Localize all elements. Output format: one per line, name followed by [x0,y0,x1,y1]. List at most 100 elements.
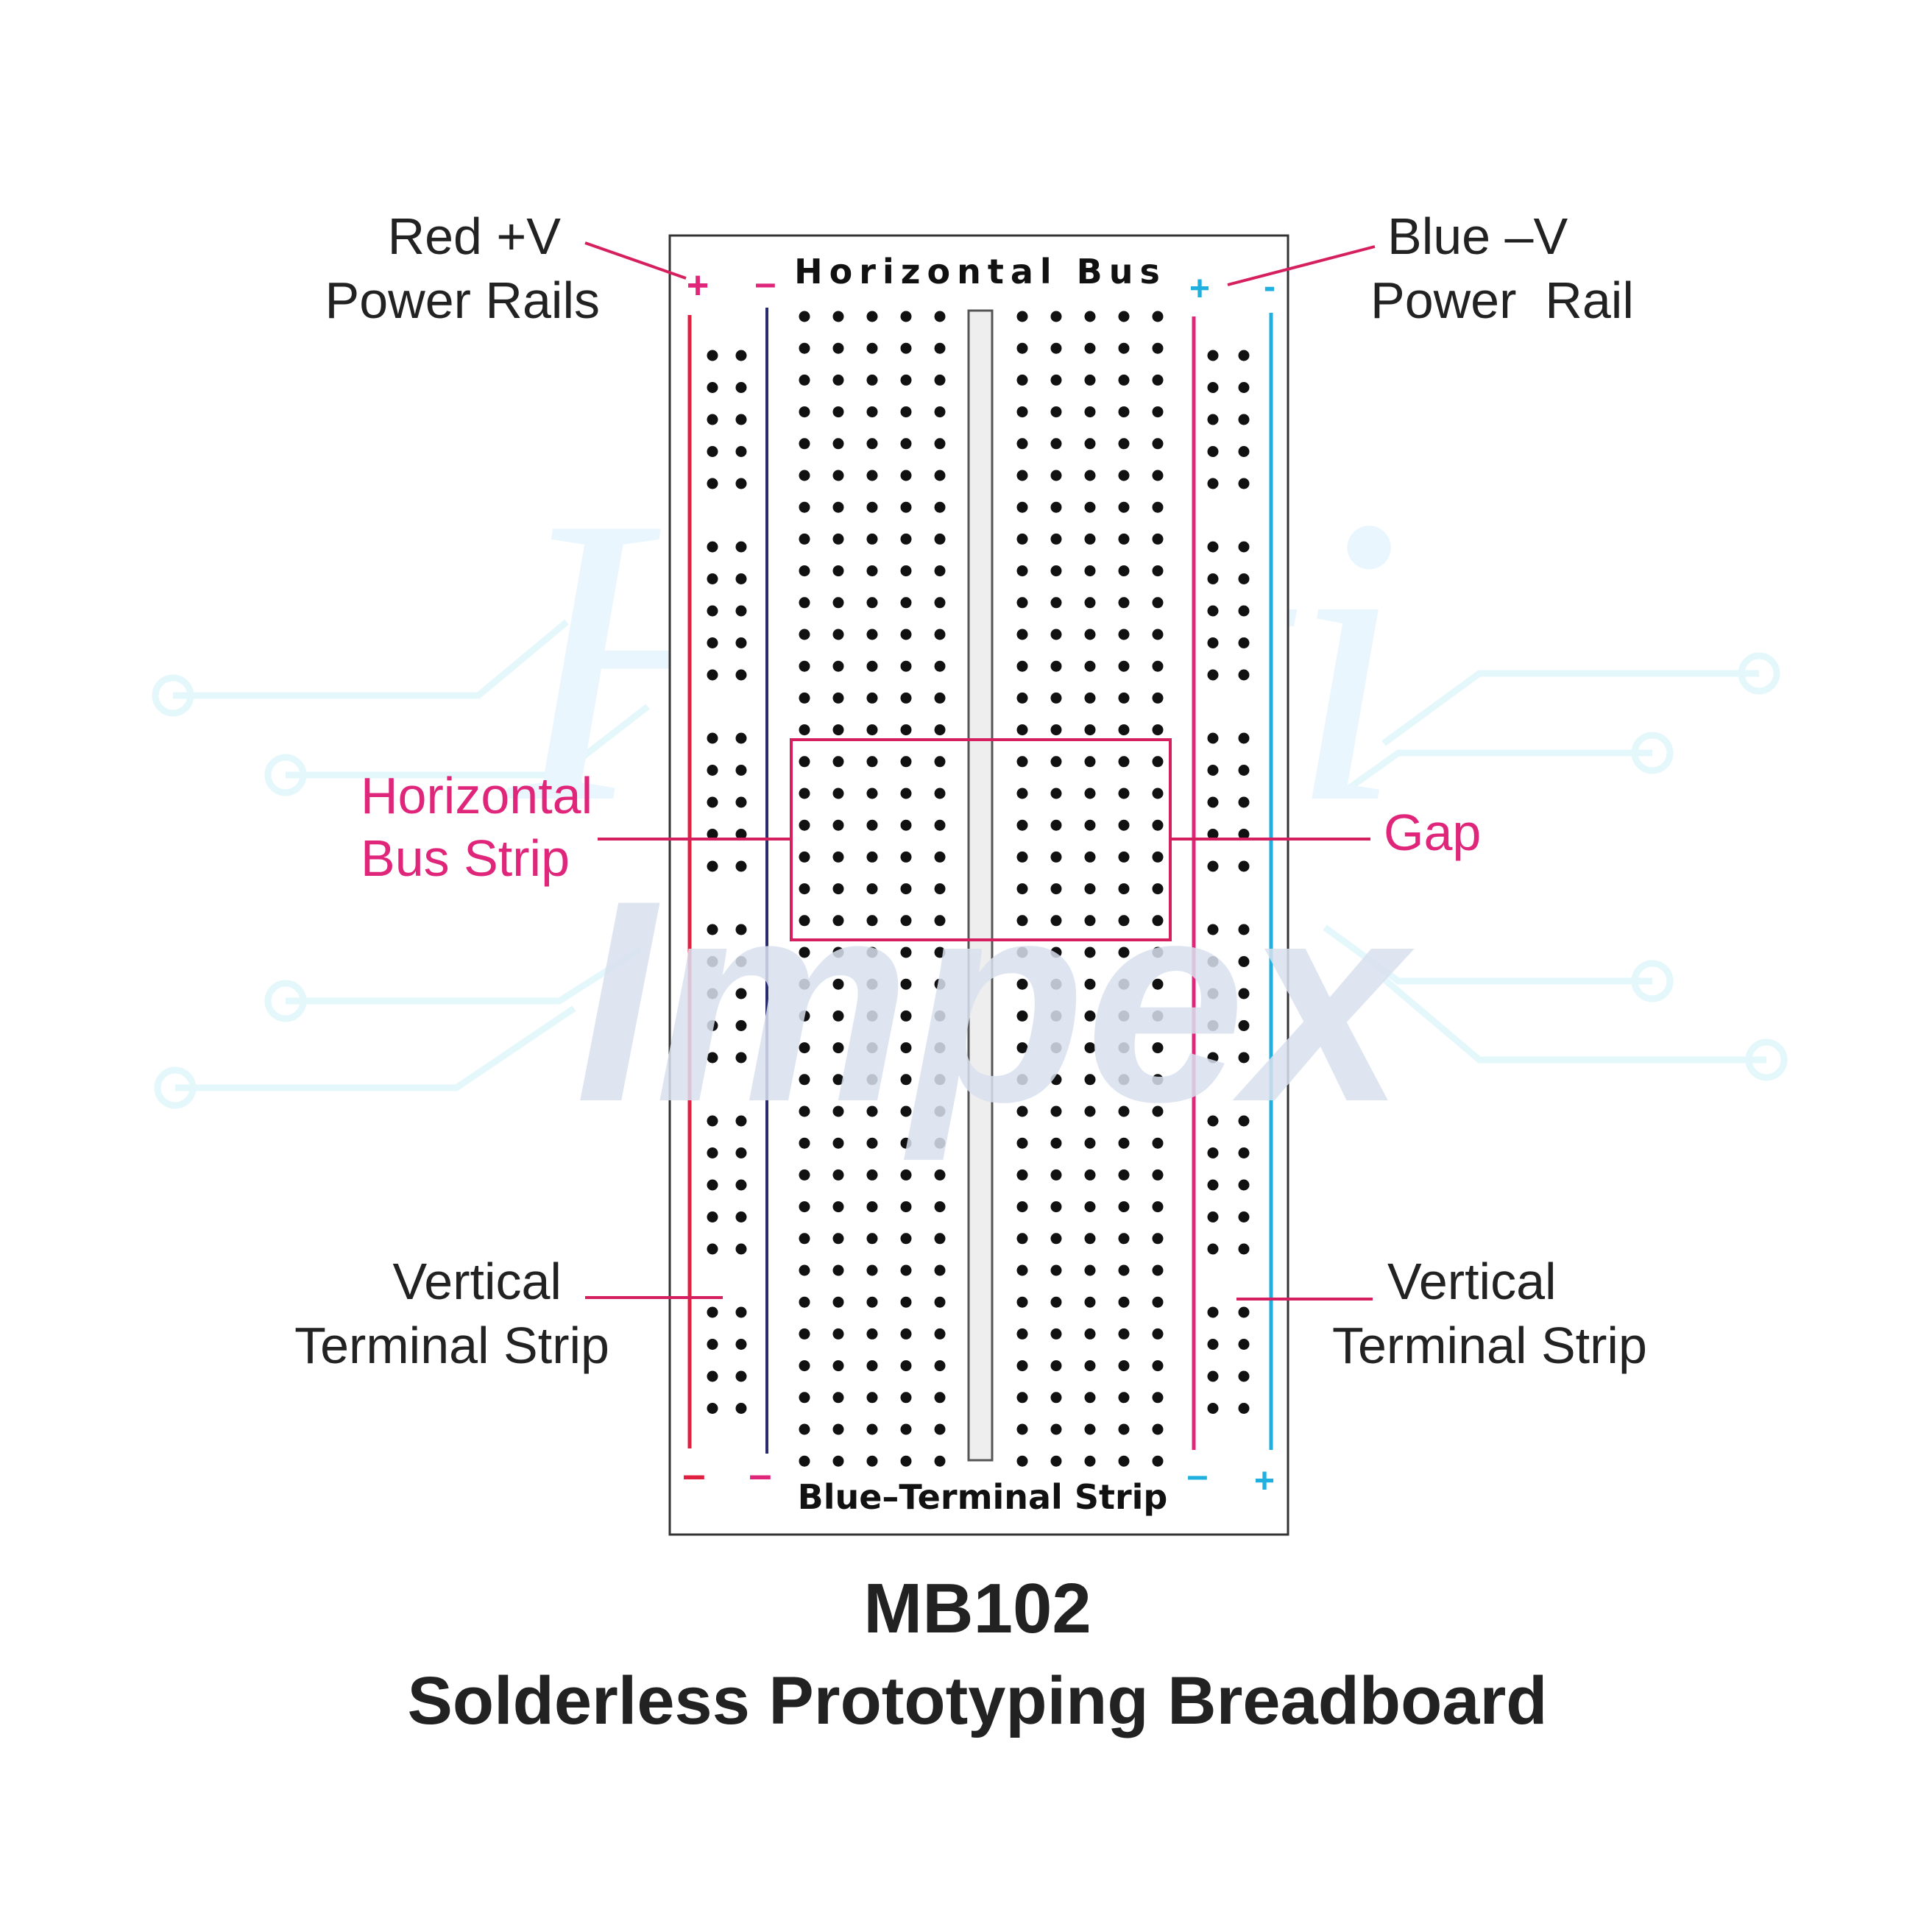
terminal-hole [1118,788,1130,799]
terminal-hole [1152,946,1164,958]
terminal-hole [1050,1455,1062,1467]
terminal-hole [934,1264,946,1276]
center-channel [967,309,994,1462]
rail-hole [735,414,747,425]
terminal-hole [1016,1233,1028,1245]
terminal-hole [934,756,946,768]
terminal-hole [799,1328,810,1340]
terminal-hole [866,1392,878,1404]
terminal-hole [1152,311,1164,322]
rail-hole [707,1020,718,1031]
terminal-hole [1016,724,1028,736]
terminal-hole [1050,1423,1062,1435]
terminal-hole [900,565,912,577]
terminal-hole [1016,946,1028,958]
terminal-hole [799,946,810,958]
circuit-trace [173,619,569,699]
rail-hole [1238,446,1250,457]
terminal-hole [900,883,912,895]
terminal-hole [1118,597,1130,609]
blue-rail-label-line1: Blue –V [1387,208,1568,265]
terminal-hole [799,1137,810,1149]
terminal-hole [1152,1137,1164,1149]
terminal-hole [1050,756,1062,768]
terminal-hole [1050,438,1062,450]
terminal-hole [1084,629,1096,640]
terminal-hole [1152,597,1164,609]
terminal-hole [799,438,810,450]
terminal-hole [832,1264,844,1276]
terminal-hole [934,406,946,418]
terminal-hole [799,1233,810,1245]
rail-hole [735,1179,747,1191]
terminal-hole [1084,851,1096,863]
rail-hole [735,829,747,840]
terminal-hole [1152,1392,1164,1404]
terminal-hole [866,406,878,418]
rail-hole [735,1147,747,1158]
terminal-hole [1016,438,1028,450]
rail-sign-top-minus: – [755,262,776,305]
terminal-hole [1118,470,1130,481]
terminal-hole [1118,1264,1130,1276]
terminal-hole [1016,342,1028,354]
rail-hole [735,988,747,999]
terminal-hole [1084,1392,1096,1404]
terminal-hole [832,1201,844,1213]
terminal-hole [832,1042,844,1054]
rail-hole [735,605,747,617]
terminal-hole [799,724,810,736]
terminal-hole [1152,1169,1164,1181]
terminal-hole [1050,724,1062,736]
rail-hole [1238,924,1250,935]
terminal-hole [1050,1042,1062,1054]
rail-hole [707,414,718,425]
rail-sign-top-blue-minus: - [1264,267,1275,306]
terminal-hole [866,1105,878,1117]
rail-hole [1238,1147,1250,1158]
product-name-title: Solderless Prototyping Breadboard [408,1663,1548,1738]
terminal-hole [1016,1455,1028,1467]
terminal-hole [1050,533,1062,545]
terminal-hole [1050,1233,1062,1245]
terminal-hole [866,915,878,927]
terminal-hole [866,1455,878,1467]
rail-hole [1207,573,1219,584]
terminal-hole [1118,1423,1130,1435]
rail-hole [1207,1052,1219,1064]
rail-hole [1238,956,1250,967]
terminal-hole [832,1455,844,1467]
rail-hole [1238,541,1250,553]
terminal-hole [1084,660,1096,672]
terminal-hole [1050,915,1062,927]
rail-hole [735,382,747,393]
terminal-hole [1118,692,1130,704]
terminal-hole [934,1010,946,1022]
terminal-hole [900,438,912,450]
terminal-hole [866,724,878,736]
rail-hole [707,1370,718,1382]
terminal-hole [1016,1328,1028,1340]
terminal-hole [1118,1360,1130,1372]
terminal-hole [1016,1105,1028,1117]
terminal-hole [934,1105,946,1117]
rail-hole [707,732,718,744]
terminal-hole [1016,374,1028,386]
terminal-hole [1152,1455,1164,1467]
terminal-hole [799,311,810,322]
rail-hole [735,573,747,584]
terminal-hole [799,1105,810,1117]
rail-hole [707,1115,718,1127]
terminal-hole [1152,692,1164,704]
terminal-hole [1016,1264,1028,1276]
rail-hole [1238,988,1250,999]
rail-hole [1207,414,1219,425]
terminal-hole [1152,629,1164,640]
terminal-hole [1084,342,1096,354]
terminal-hole [934,342,946,354]
terminal-hole [1152,1328,1164,1340]
rail-hole [735,1306,747,1318]
terminal-hole [1152,342,1164,354]
terminal-hole [1084,597,1096,609]
rail-hole [735,1115,747,1127]
